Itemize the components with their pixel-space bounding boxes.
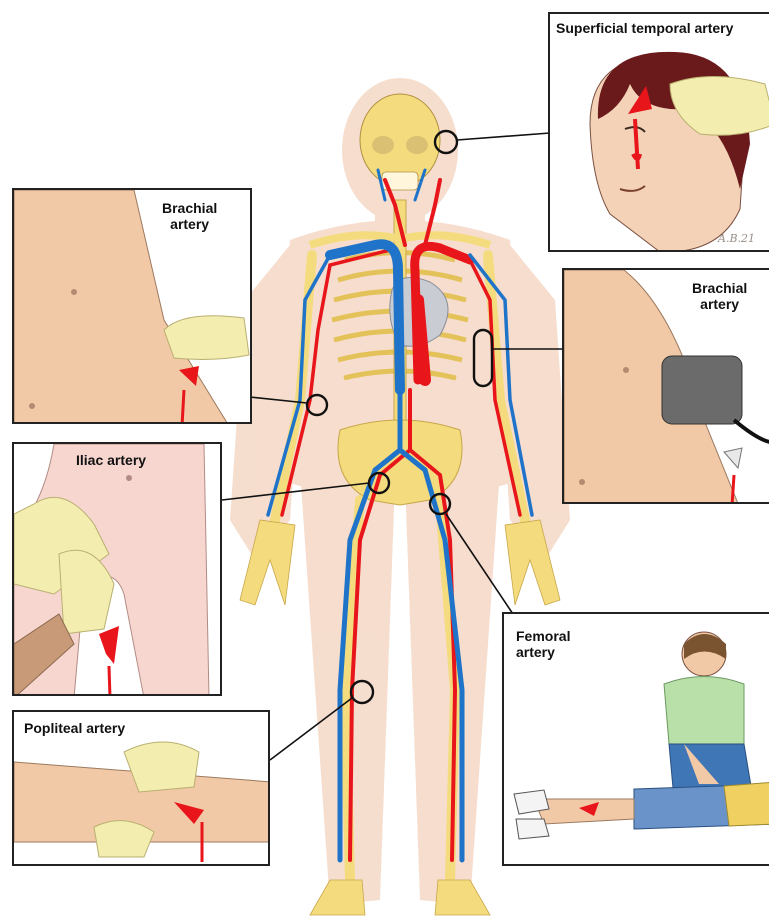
panel-femoral: Femoral artery: [502, 612, 769, 866]
panel-brachial-left: Brachial artery: [12, 188, 252, 424]
blood-pressure-cuff-icon: [662, 356, 742, 424]
leader-temporal: [457, 133, 550, 140]
label-superficial-temporal: Superficial temporal artery: [556, 20, 733, 36]
panel-popliteal: Popliteal artery: [12, 710, 270, 866]
artist-signature: A.B.21: [718, 232, 755, 245]
label-brachial-left: Brachial artery: [162, 200, 217, 232]
label-iliac: Iliac artery: [76, 452, 146, 468]
label-femoral: Femoral artery: [516, 628, 570, 660]
panel-brachial-right: Brachial artery: [562, 268, 769, 504]
head-pressure-icon: [550, 14, 769, 252]
groin-pressure-icon: [14, 444, 222, 696]
panel-iliac: Iliac artery: [12, 442, 222, 696]
panel-superficial-temporal: Superficial temporal artery A.B.21: [548, 12, 769, 252]
label-popliteal: Popliteal artery: [24, 720, 125, 736]
label-brachial-right: Brachial artery: [692, 280, 747, 312]
